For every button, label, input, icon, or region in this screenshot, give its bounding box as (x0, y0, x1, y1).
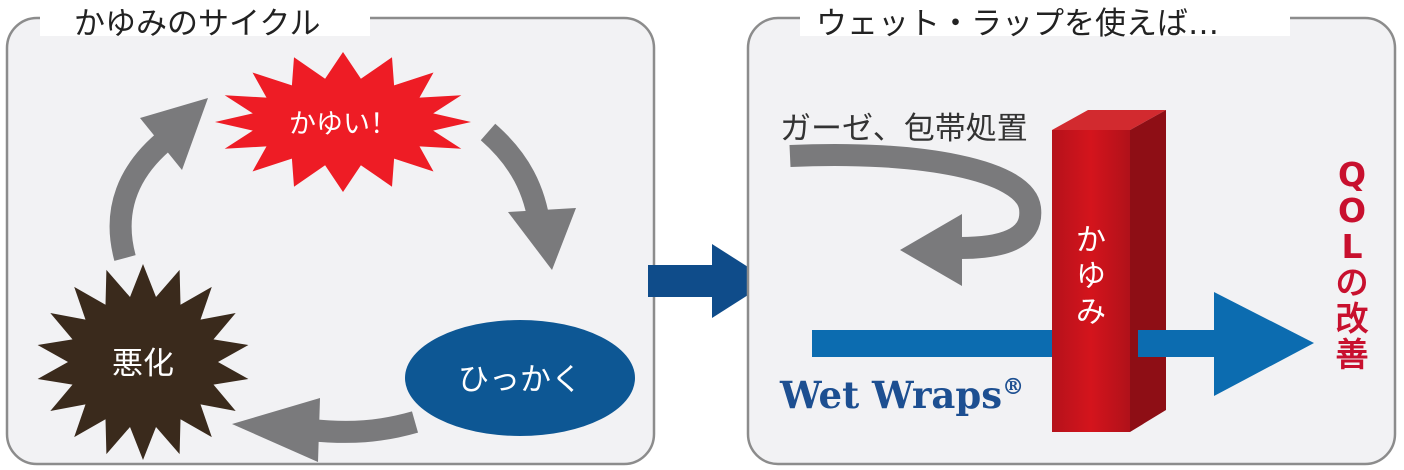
wet-wrap-arrow-shaft-left (812, 330, 1064, 357)
qol-char: L (1341, 227, 1362, 266)
cycle-arrow-itch-to-scratch-head (508, 208, 576, 270)
cycle-arrow-worsen-to-itch (109, 129, 176, 261)
itch-barrier-front (1052, 130, 1130, 432)
qol-char: の (1336, 263, 1369, 302)
wet-wrap-panel: ウェット・ラップを使えば… ガーゼ、包帯処置 かゆみ Wet Wraps® QO… (746, 4, 1397, 466)
itch-burst-shape (215, 52, 471, 192)
itch-label: かゆい！ (289, 109, 397, 140)
itch-barrier-top (1052, 110, 1166, 130)
gauze-blocked-arrow-head (900, 214, 962, 286)
scratch-label: ひっかく (458, 362, 582, 398)
wet-wraps-brand: Wet Wraps® (779, 373, 1024, 417)
qol-char: 改 (1336, 299, 1369, 338)
gauze-blocked-arrow (789, 143, 1042, 259)
scratch-ellipse (405, 320, 635, 436)
transition-arrow-head (712, 244, 770, 318)
itch-barrier-side (1130, 110, 1166, 432)
itch-cycle-title: かゆみのサイクル (74, 6, 320, 42)
qol-char: Q (1338, 155, 1366, 194)
qol-char: O (1338, 191, 1366, 230)
qol-char: 善 (1336, 335, 1369, 374)
itch-cycle-panel: かゆみのサイクル かゆい！ ひっかく 悪化 (5, 4, 656, 466)
wet-wrap-arrow-head (1214, 292, 1314, 396)
itch-cycle-title-mask (40, 4, 370, 36)
cycle-arrow-worsen-to-itch-head (140, 98, 208, 170)
worsen-label: 悪化 (112, 346, 174, 382)
gauze-label: ガーゼ、包帯処置 (780, 111, 1028, 147)
itch-barrier-char: み (1076, 295, 1106, 330)
itch-barrier-char: か (1076, 223, 1106, 258)
itch-barrier-char: ゆ (1076, 259, 1106, 294)
itch-barrier-label: かゆみ (1076, 223, 1106, 330)
wet-wrap-arrow-shaft-right (1138, 330, 1224, 357)
wet-wrap-title-mask (800, 4, 1290, 36)
wet-wrap-title: ウェット・ラップを使えば… (816, 6, 1219, 42)
transition-arrow (648, 244, 770, 318)
cycle-arrow-scratch-to-worsen-head (232, 398, 320, 462)
worsen-burst-shape (37, 264, 249, 460)
cycle-arrow-scratch-to-worsen (308, 411, 419, 443)
transition-arrow-shaft (648, 265, 718, 297)
